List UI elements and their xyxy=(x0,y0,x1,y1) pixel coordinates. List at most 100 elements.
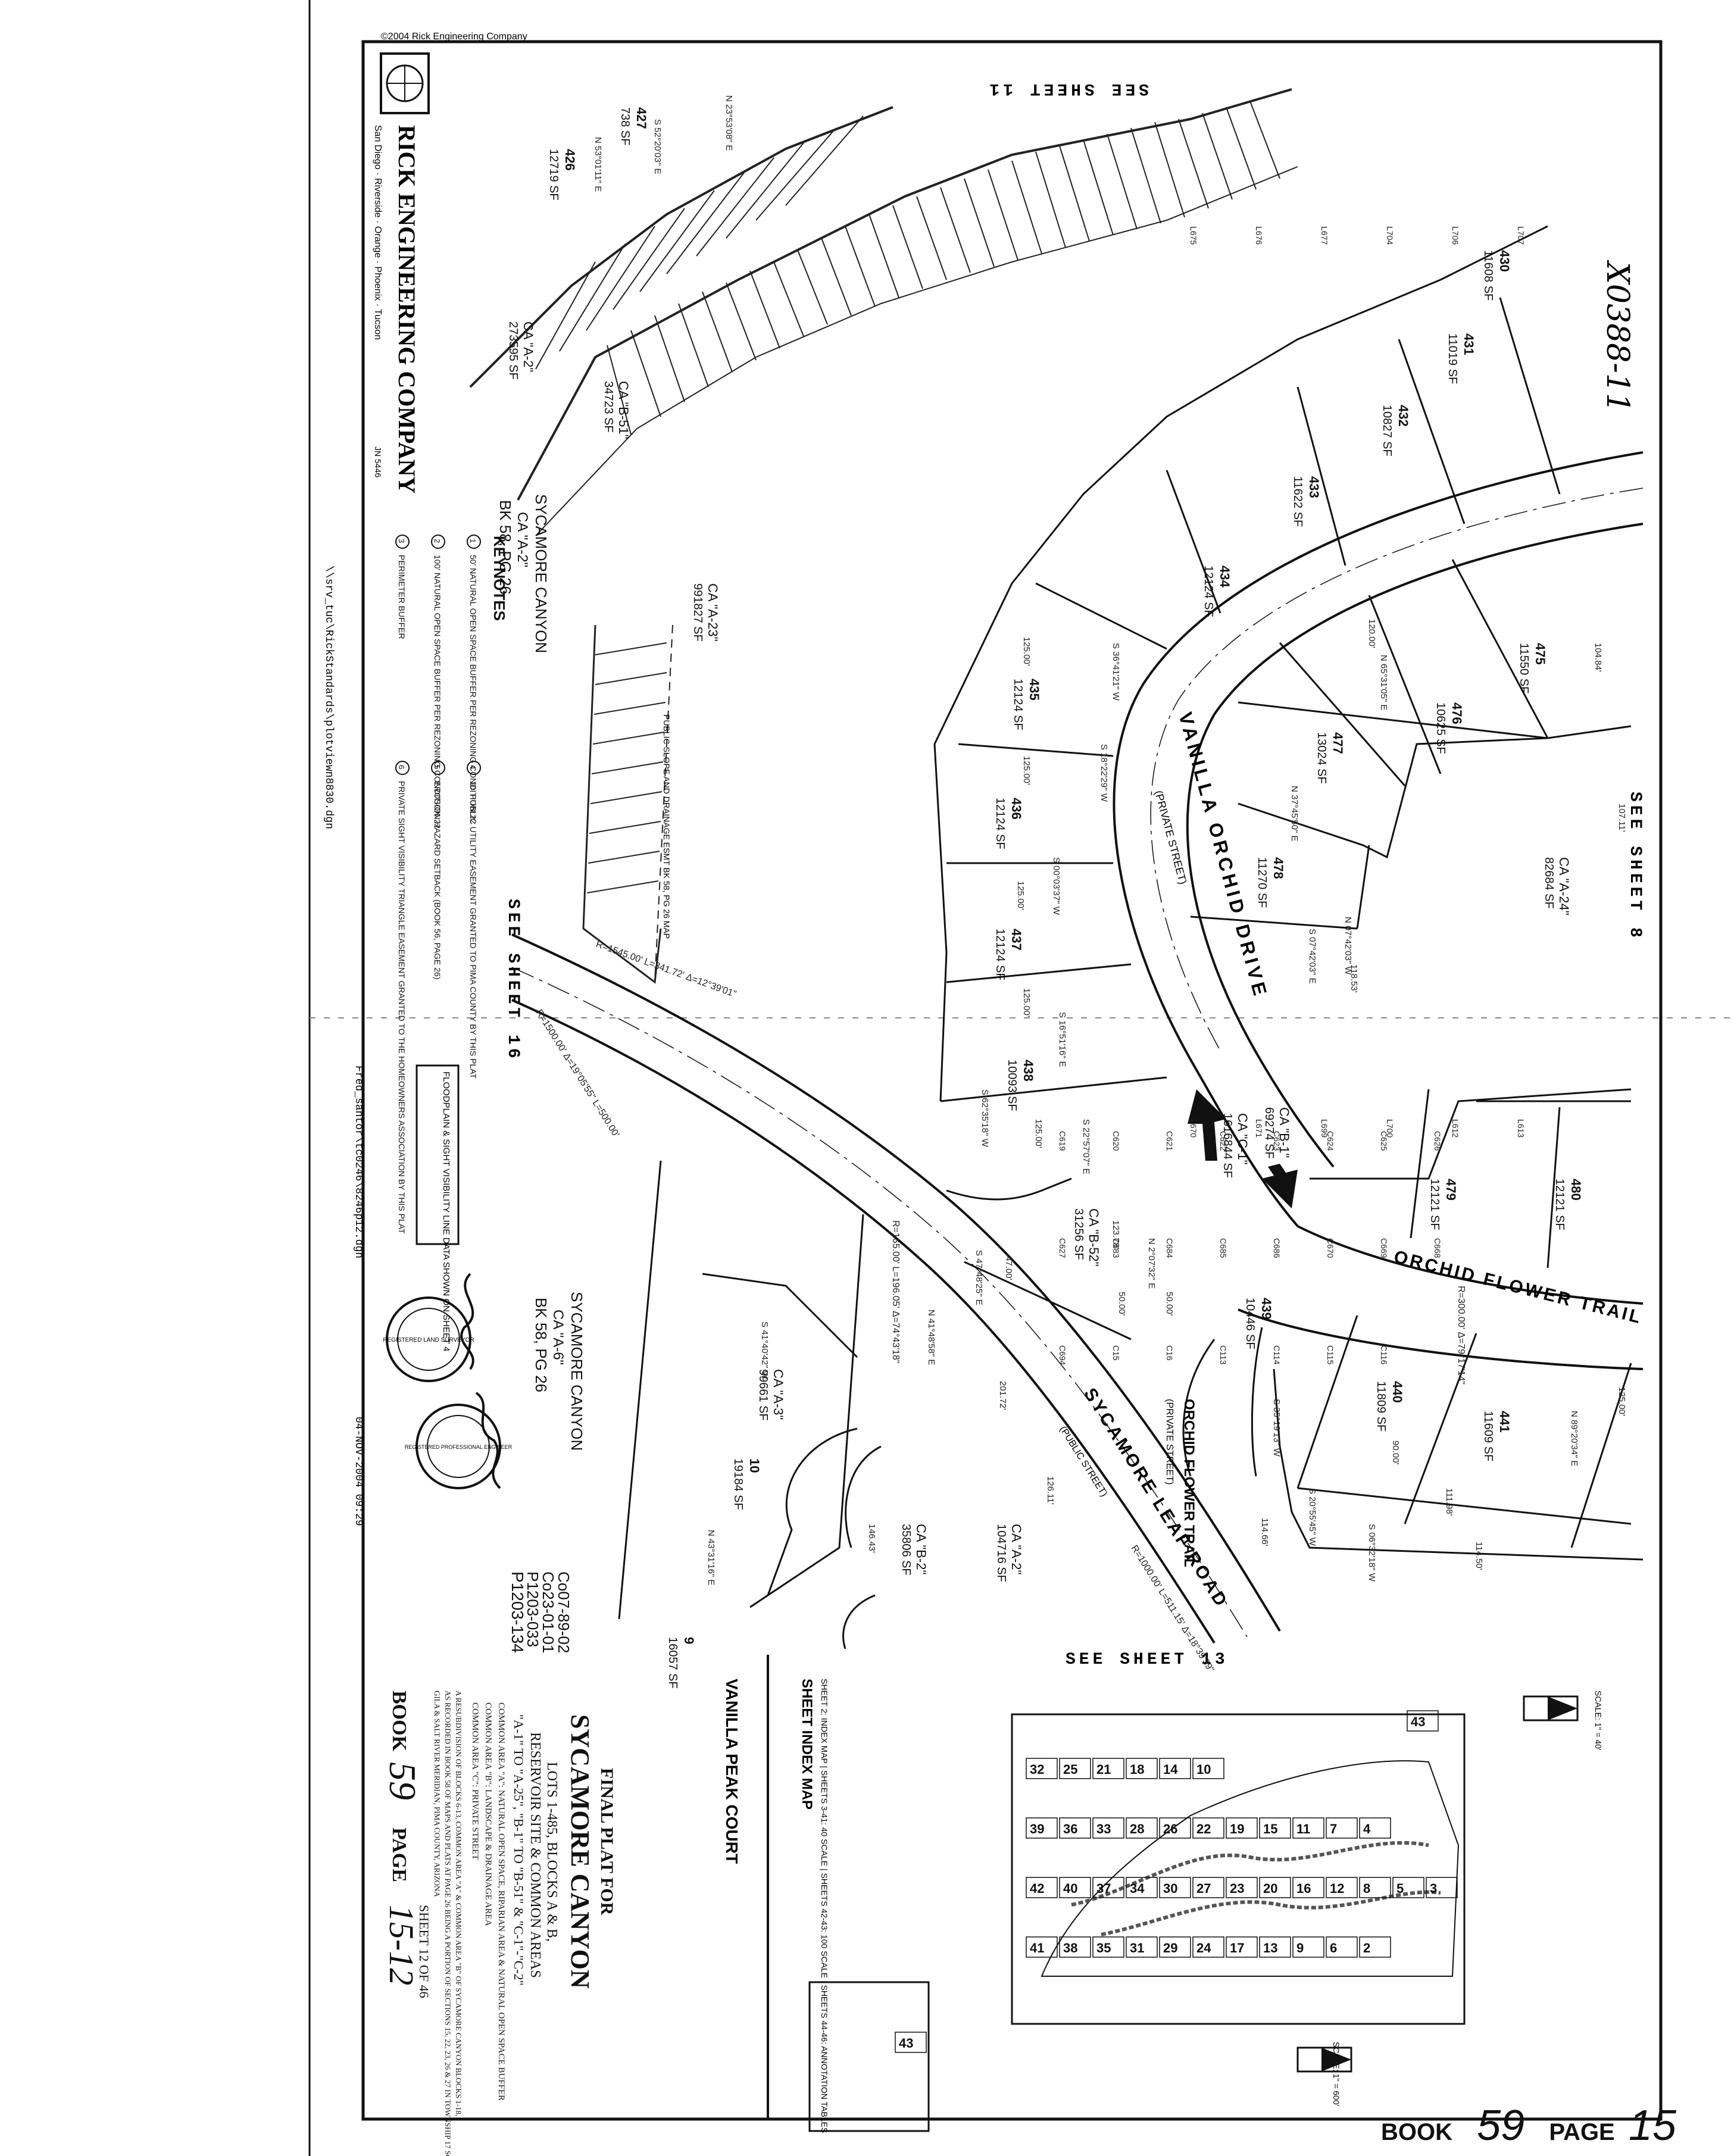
curve-id-label: C670 xyxy=(1326,1238,1335,1258)
adjacent-ref-2: BK 58, PG 26 xyxy=(532,1298,550,1392)
engineer-seal-icon xyxy=(415,1404,501,1489)
see-sheet-right: SEE SHEET 8 xyxy=(1626,792,1644,941)
lot-number: 436 xyxy=(1009,798,1024,820)
keynote-number-circle xyxy=(467,535,481,549)
surveyor-seal-icon xyxy=(386,1296,471,1382)
index-map-sheet-number: 2 xyxy=(1363,1941,1370,1955)
lot-area: 10827 SF xyxy=(1380,405,1394,457)
common-area-label: CA "B-52" xyxy=(1086,1208,1101,1267)
curve-id-label: C620 xyxy=(1111,1131,1121,1151)
curve-id-label: C668 xyxy=(1433,1238,1442,1258)
common-area-area: 69274 SF xyxy=(1263,1107,1276,1159)
index-map-sheet-number: 25 xyxy=(1063,1762,1077,1777)
index-map-cell xyxy=(1292,1936,1324,1958)
index-map-sheet-number: 38 xyxy=(1063,1941,1077,1955)
company-name: RICK ENGINEERING COMPANY xyxy=(393,125,420,493)
keynotes-title: KEYNOTES xyxy=(490,536,508,621)
company-logo-block: RICK ENGINEERING COMPANY San Diego · Riv… xyxy=(373,52,430,493)
distance-labels: 125.00'125.00'125.00'125.00'125.00'120.0… xyxy=(867,619,1627,1570)
keynote-number-circle xyxy=(395,535,410,549)
curve-id-label: C626 xyxy=(1433,1131,1442,1151)
curve-id-label: C686 xyxy=(1272,1238,1282,1258)
bearing-label: N 43°31'16" E xyxy=(706,1530,716,1585)
index-map-sheet-number: 39 xyxy=(1030,1821,1044,1836)
sheet-border xyxy=(361,40,1663,2121)
common-area-area: 35806 SF xyxy=(899,1524,913,1576)
common-area-label: CA "B-51" xyxy=(616,381,631,439)
bearing-label: S 52°20'03" E xyxy=(652,119,663,174)
common-area-area: 1616844 SF xyxy=(1221,1113,1234,1178)
index-map-sheet-number: 29 xyxy=(1163,1941,1177,1955)
title-page-no: 15-12 xyxy=(382,1905,421,1985)
distance-label: 146.43' xyxy=(867,1524,877,1553)
footer-page-label: PAGE xyxy=(1549,2119,1615,2145)
index-map-sheet-number: 22 xyxy=(1196,1821,1211,1836)
lot-number: 479 xyxy=(1444,1179,1458,1201)
lot-area: 738 SF xyxy=(618,107,632,145)
index-map-sheet-number: 3 xyxy=(1430,1881,1437,1896)
index-map-cell xyxy=(1226,1817,1258,1839)
index-map-sheet-number: 43 xyxy=(1411,1714,1425,1729)
index-map-sheet-number: 30 xyxy=(1163,1881,1177,1896)
lot-area: 12719 SF xyxy=(547,149,560,201)
index-map-cell xyxy=(1359,1817,1391,1839)
index-scale-bottom: SCALE: 1" = 600' xyxy=(1332,2042,1341,2106)
lot-number: 10 xyxy=(747,1458,762,1473)
title-line-7: COMMON AREA "B": LANDSCAPE & DRAINAGE AR… xyxy=(483,1702,493,1926)
line-id-label: L613 xyxy=(1516,1119,1526,1138)
arrow-up-icon xyxy=(1188,1089,1226,1161)
common-area-label: CA "A-23" xyxy=(705,583,720,642)
index-map-cell xyxy=(1059,1758,1091,1779)
index-map-sheet-number: 36 xyxy=(1063,1821,1077,1836)
curve-id-label: C694 xyxy=(1058,1345,1067,1366)
distance-label: 50.00' xyxy=(1164,1292,1174,1316)
title-book-label: BOOK xyxy=(388,1691,410,1752)
index-map-cell xyxy=(1126,1758,1158,1779)
curve-id-label: C116 xyxy=(1379,1345,1389,1365)
common-area-label: CA "B-2" xyxy=(914,1524,929,1574)
surveyor-seal-label: REGISTERED LAND SURVEYOR xyxy=(383,1337,474,1343)
surveyor-seal-inner xyxy=(397,1308,460,1371)
keynote-number-circle xyxy=(431,761,445,775)
index-map-cell xyxy=(1326,1936,1358,1958)
index-map-cell xyxy=(1226,1877,1258,1898)
distance-label: 47.00' xyxy=(1004,1256,1014,1280)
title-desc-3: GILA & SALT RIVER MERIDIAN, PIMA COUNTY,… xyxy=(433,1691,442,1897)
distance-label: 104.84' xyxy=(1593,643,1603,672)
lot-number: 433 xyxy=(1307,476,1321,498)
common-area-area: 82684 SF xyxy=(1542,857,1555,909)
see-sheet-left: SEE SHEET 16 xyxy=(504,899,522,1062)
surveyor-seal: REGISTERED LAND SURVEYOR xyxy=(383,1296,474,1382)
common-area-area: 104716 SF xyxy=(995,1524,1008,1582)
north-arrow-bottom-icon xyxy=(1296,2046,1352,2073)
bearing-label: S 06°32'18" W xyxy=(1367,1524,1377,1582)
index-map-sheet-number: 33 xyxy=(1096,1821,1111,1836)
bearing-label: N 53°01'11" E xyxy=(593,137,603,192)
lot-area: 12121 SF xyxy=(1553,1179,1566,1230)
line-id-label: L675 xyxy=(1189,226,1198,245)
lot-area: 12124 SF xyxy=(1202,565,1215,617)
index-map-cell xyxy=(1059,1936,1091,1958)
common-area-area: 99661 SF xyxy=(757,1369,770,1421)
keynote-number: 4 xyxy=(468,765,477,769)
buffer-hatch-wedge xyxy=(582,624,673,984)
curve-data-label: R=1545.00' L=341.72' Δ=12°39'01" xyxy=(595,939,738,999)
vanilla-orchid-drive xyxy=(1113,451,1644,1227)
lot-area: 10093 SF xyxy=(1005,1060,1018,1111)
distance-label: 107.11' xyxy=(1617,804,1627,832)
lot-number: 439 xyxy=(1259,1298,1274,1320)
distance-label: 118.53' xyxy=(1349,964,1359,993)
public-slope-note: PUBLIC SLOPE AND DRAINAGE ESMT BK 58, PG… xyxy=(662,714,671,939)
footer-book: BOOK 59 PAGE 15 xyxy=(1381,2101,1676,2150)
lot-number: 431 xyxy=(1461,333,1476,355)
street-orchid-flower-trail-private: ORCHID FLOWER TRAIL xyxy=(1181,1399,1197,1567)
lot-number: 430 xyxy=(1497,250,1512,272)
lot-number: 475 xyxy=(1533,643,1548,665)
index-map-cell xyxy=(1026,1817,1058,1839)
index-map-title: SHEET INDEX MAP xyxy=(799,1679,815,1810)
distance-label: 126.11' xyxy=(1045,1476,1055,1505)
distance-label: 114.66' xyxy=(1260,1518,1270,1546)
curve-id-label: C685 xyxy=(1219,1238,1228,1258)
copyright-text: ©2004 Rick Engineering Company xyxy=(381,32,527,42)
